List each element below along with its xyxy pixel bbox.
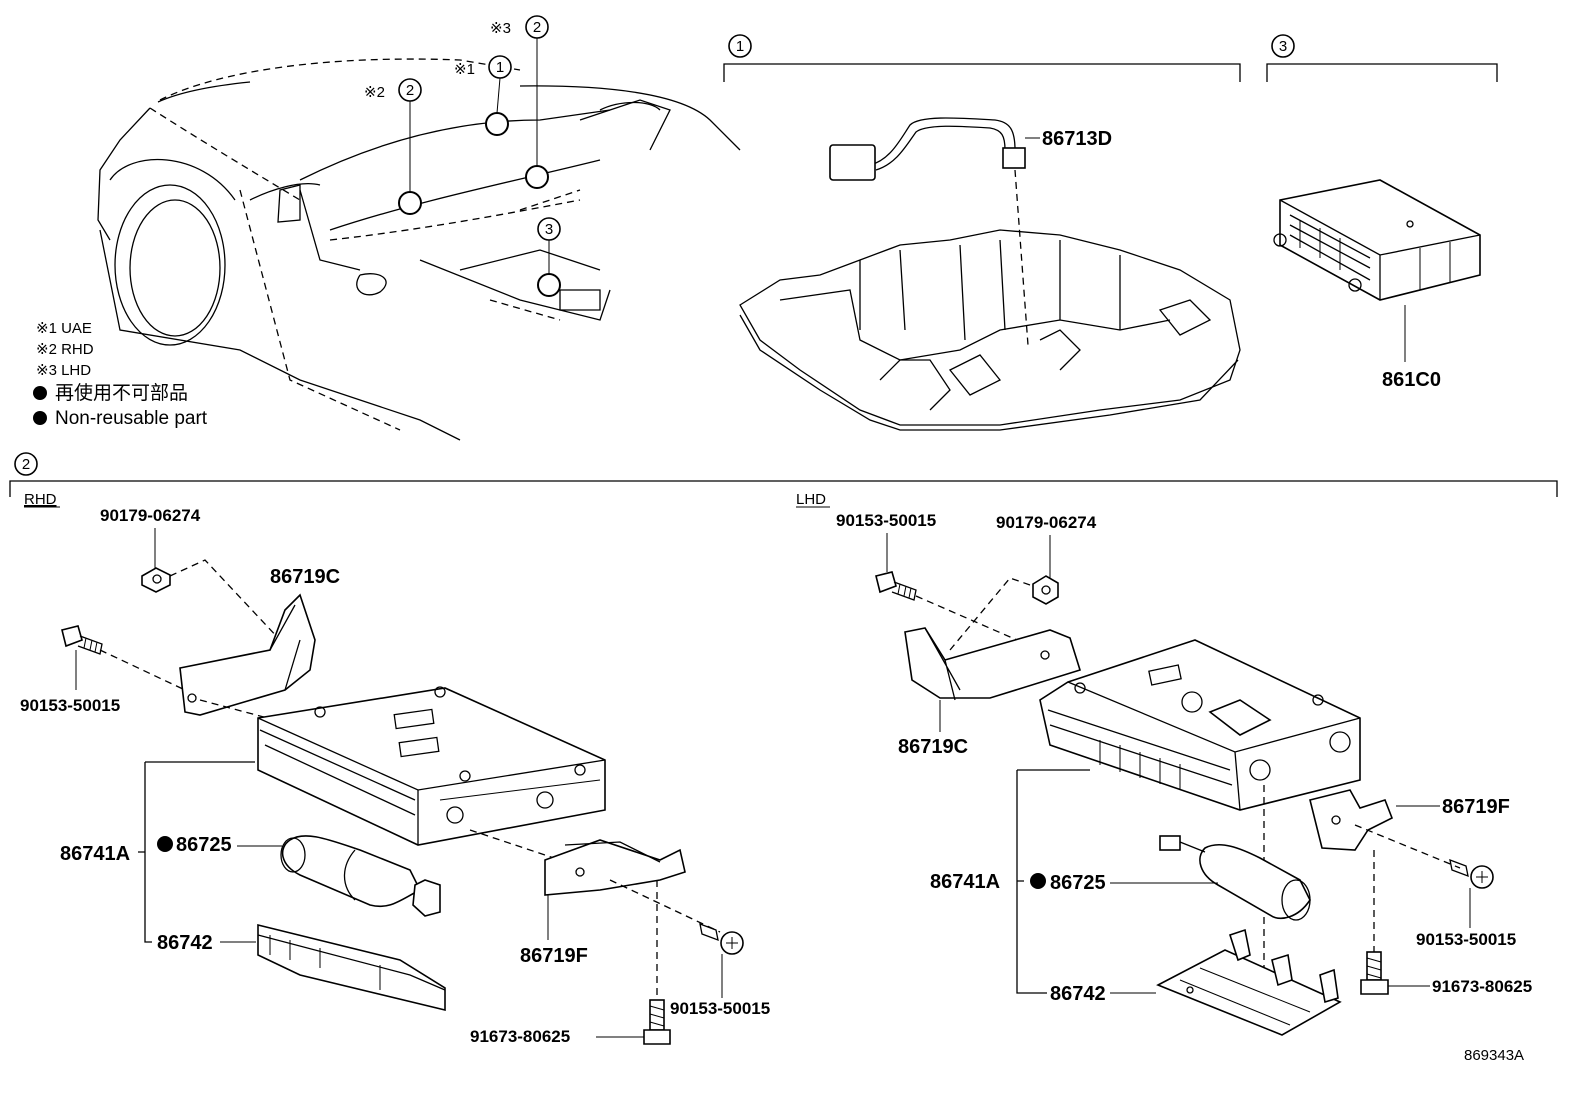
non-reusable-dot-icon <box>157 836 173 852</box>
part-number-861c0: 861C0 <box>1382 369 1441 391</box>
bolt-rhd-left-icon <box>61 625 103 655</box>
callout-2-number: 2 <box>533 19 541 36</box>
screw-lhd-icon <box>1360 951 1389 995</box>
section-1-bracket <box>723 63 1241 82</box>
note-non-reusable-jp: 再使用不可部品 <box>55 382 188 404</box>
callout-3-number: 3 <box>545 221 553 238</box>
screw-rhd-icon <box>643 999 671 1045</box>
vehicle-overview-illustration <box>97 15 741 441</box>
part-number-86742-lhd: 86742 <box>1050 983 1106 1005</box>
note-uae: ※1 UAE <box>36 320 92 337</box>
section-2-callout <box>14 452 38 476</box>
bracket-86719f-rhd-illustration <box>544 839 686 896</box>
overhead-console-illustration <box>739 229 1241 431</box>
section-3-callout <box>1271 34 1295 58</box>
unit-86741a-rhd-illustration <box>257 686 606 846</box>
cover-86742-rhd-illustration <box>257 923 446 1012</box>
marker-rhd: ※2 <box>364 84 385 101</box>
part-number-91673-80625-rhd: 91673-80625 <box>470 1027 570 1046</box>
part-number-86741a-rhd: 86741A <box>60 843 130 865</box>
note-lhd: ※3 LHD <box>36 362 91 379</box>
part-number-86741a-lhd: 86741A <box>930 871 1000 893</box>
section-1-callout <box>728 34 752 58</box>
section-1-number: 1 <box>736 38 744 55</box>
harness-connector-illustration <box>829 117 1040 181</box>
unit-86741a-lhd-illustration <box>1039 639 1361 811</box>
section-3-number: 3 <box>1279 38 1287 55</box>
non-reusable-dot-icon <box>1030 873 1046 889</box>
section-rhd-label: RHD <box>24 491 57 508</box>
clip-lhd-icon <box>1032 575 1059 605</box>
cover-86742-lhd-illustration <box>1156 928 1342 1036</box>
non-reusable-dot-icon <box>33 386 47 400</box>
section-2-bracket <box>9 480 1558 497</box>
section-lhd-label: LHD <box>796 491 826 508</box>
part-number-86725-lhd: 86725 <box>1050 872 1106 894</box>
clip-rhd-icon <box>141 567 171 593</box>
section-2-number: 2 <box>22 456 30 473</box>
bolt-lhd-right-icon <box>1449 858 1494 889</box>
part-number-86713d: 86713D <box>1042 128 1112 150</box>
section-3-bracket <box>1266 63 1498 82</box>
part-number-90153-50015-lhd-right: 90153-50015 <box>1416 930 1516 949</box>
non-reusable-dot-icon <box>33 411 47 425</box>
marker-uae: ※1 <box>454 61 475 78</box>
note-non-reusable-en: Non-reusable part <box>55 408 208 429</box>
part-number-86719c-rhd: 86719C <box>270 566 340 588</box>
part-number-86719c-lhd: 86719C <box>898 736 968 758</box>
part-number-86719f-lhd: 86719F <box>1442 796 1510 818</box>
part-number-90153-50015-rhd-right: 90153-50015 <box>670 999 770 1018</box>
part-number-90179-06274-rhd: 90179-06274 <box>100 506 201 525</box>
bolt-rhd-right-icon <box>699 922 744 955</box>
battery-86725-lhd-illustration <box>1159 835 1311 921</box>
control-module-861c0-illustration <box>1273 179 1481 301</box>
bracket-86719c-lhd-illustration <box>904 627 1082 701</box>
callout-1-number: 1 <box>496 59 504 76</box>
part-number-86742-rhd: 86742 <box>157 932 213 954</box>
drawing-id: 869343A <box>1464 1047 1524 1064</box>
bracket-86719c-rhd-illustration <box>179 593 316 716</box>
callout-2-number: 2 <box>406 82 414 99</box>
marker-lhd: ※3 <box>490 20 511 37</box>
note-rhd: ※2 RHD <box>36 341 94 358</box>
part-number-91673-80625-lhd: 91673-80625 <box>1432 977 1532 996</box>
bolt-lhd-top-icon <box>875 571 917 601</box>
part-number-86719f-rhd: 86719F <box>520 945 588 967</box>
part-number-90179-06274-lhd: 90179-06274 <box>996 513 1097 532</box>
part-number-86725-rhd: 86725 <box>176 834 232 856</box>
part-number-90153-50015-lhd-top: 90153-50015 <box>836 511 936 530</box>
bracket-86719f-lhd-illustration <box>1309 789 1394 851</box>
battery-86725-rhd-illustration <box>280 835 441 917</box>
part-number-90153-50015-rhd-left: 90153-50015 <box>20 696 120 715</box>
